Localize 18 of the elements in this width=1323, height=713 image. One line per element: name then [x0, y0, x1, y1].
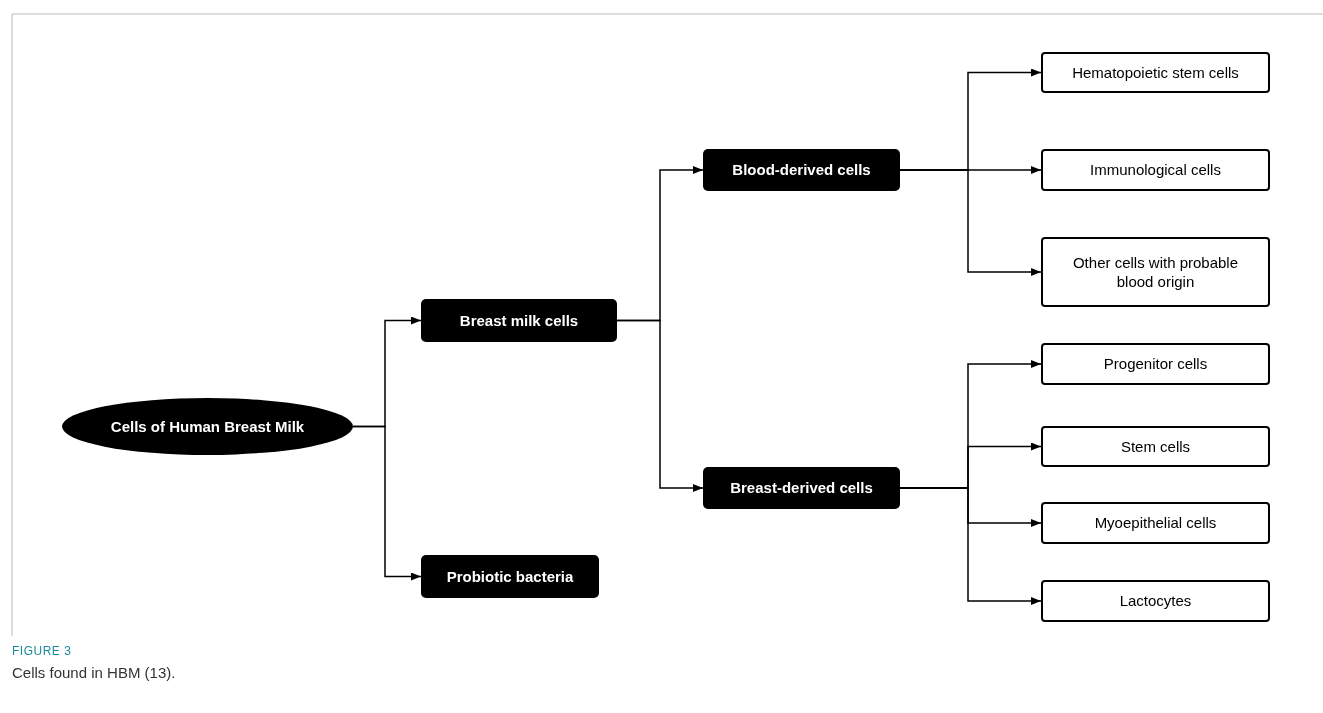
category-box: Stem cells — [1041, 426, 1270, 467]
connector-arrow — [352, 425, 422, 581]
category-box: Other cells with probable blood origin — [1041, 237, 1270, 307]
process-box: Breast milk cells — [421, 299, 617, 342]
connector-arrow — [899, 169, 1042, 276]
figure-caption: Cells found in HBM (13). — [12, 664, 176, 681]
root-ellipse: Cells of Human Breast Milk — [62, 398, 353, 455]
category-box: Myoepithelial cells — [1041, 502, 1270, 544]
connector-arrow — [899, 487, 1042, 605]
process-box: Blood-derived cells — [703, 149, 900, 191]
category-box: Progenitor cells — [1041, 343, 1270, 385]
figure-label: FIGURE 3 — [12, 644, 72, 658]
connector-arrow — [616, 319, 704, 492]
category-box: Hematopoietic stem cells — [1041, 52, 1270, 93]
category-box: Immunological cells — [1041, 149, 1270, 191]
process-box: Breast-derived cells — [703, 467, 900, 509]
process-box: Probiotic bacteria — [421, 555, 599, 598]
category-box: Lactocytes — [1041, 580, 1270, 622]
